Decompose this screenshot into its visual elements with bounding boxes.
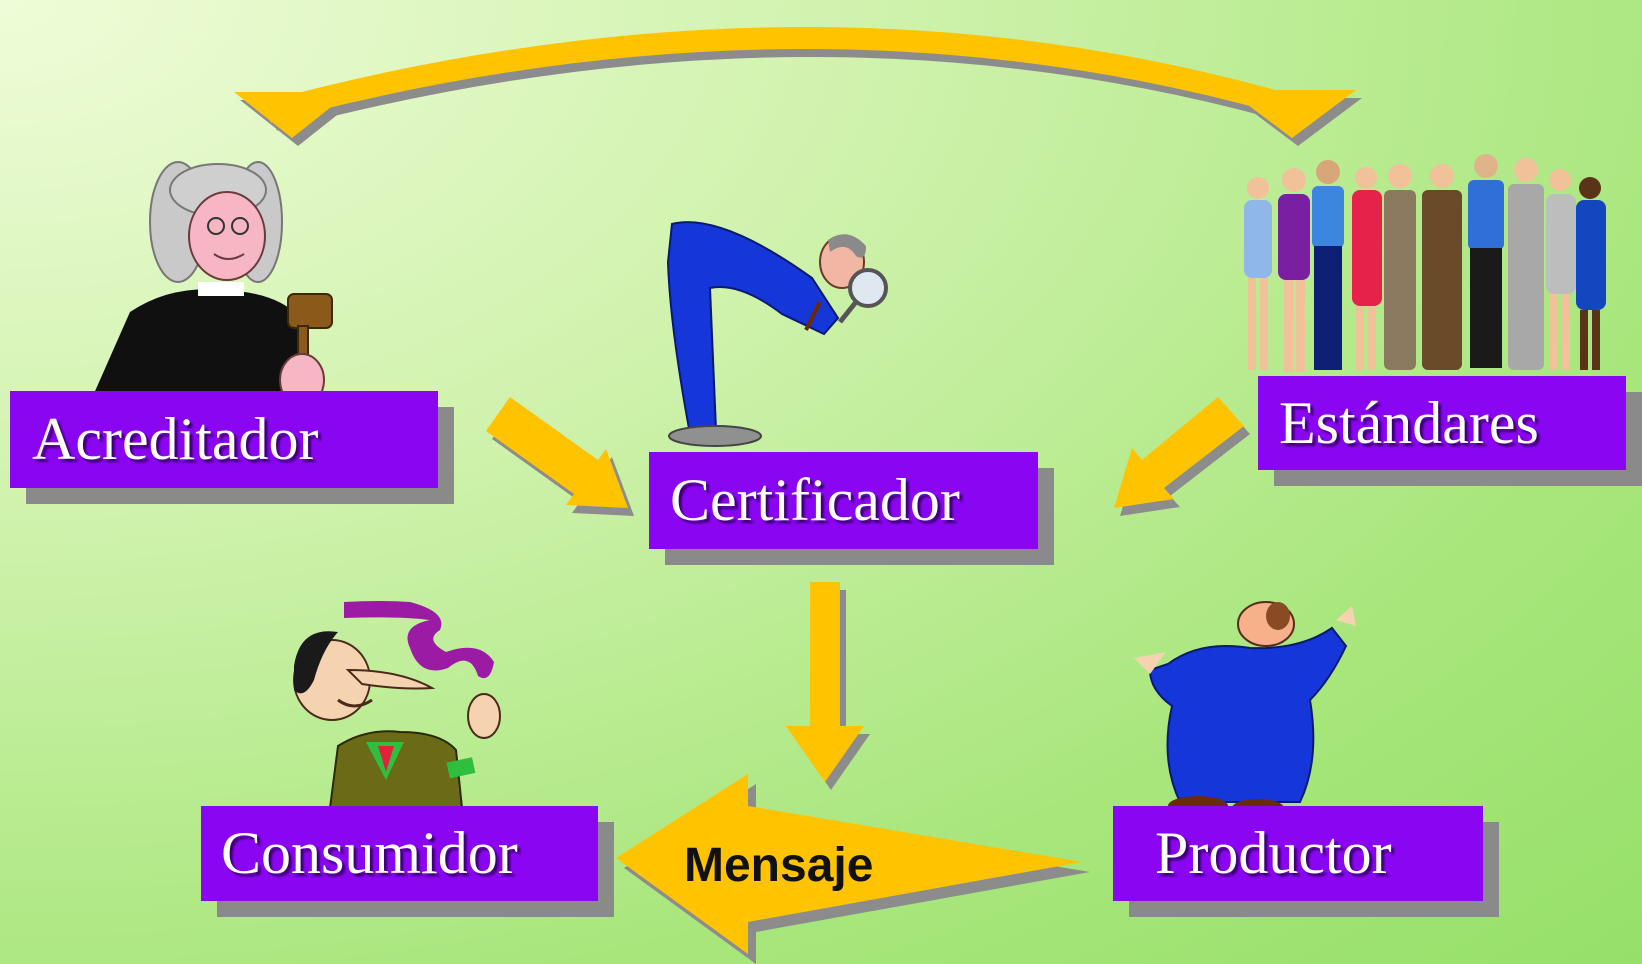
node-productor: Productor [1113, 806, 1483, 901]
businessman-gesturing-icon [1134, 601, 1356, 817]
node-label: Productor [1155, 820, 1392, 886]
arrow-acreditador-certificador [486, 397, 634, 516]
group-of-people-icon [1244, 154, 1606, 372]
node-certificador: Certificador [649, 452, 1038, 549]
node-consumidor: Consumidor [201, 806, 598, 901]
node-label: Acreditador [32, 406, 319, 472]
arrow-productor-consumidor [616, 774, 1090, 964]
smoking-man-icon [293, 601, 501, 809]
node-label: Consumidor [221, 820, 518, 886]
judge-with-gavel-icon [92, 161, 333, 407]
inspector-with-magnifier-icon [666, 221, 888, 447]
node-estandares: Estándares [1258, 376, 1626, 470]
arrow-estandares-certificador [1114, 397, 1250, 516]
arrow-certificador-down [786, 582, 870, 790]
curved-arrow-acreditador-estandares [234, 27, 1362, 146]
edge-label-mensaje: Mensaje [684, 839, 874, 892]
node-label: Estándares [1279, 389, 1539, 456]
node-acreditador: Acreditador [10, 391, 438, 488]
node-label: Certificador [670, 467, 960, 533]
